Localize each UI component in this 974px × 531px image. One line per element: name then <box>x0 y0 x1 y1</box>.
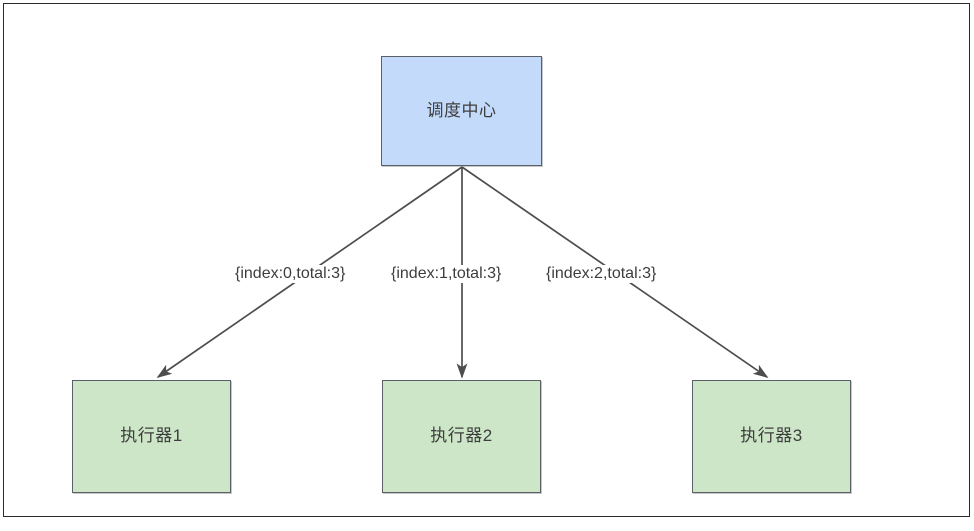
node-scheduler-label: 调度中心 <box>426 100 497 120</box>
edge-label-index-0: {index:0,total:3} <box>234 265 347 283</box>
node-executor-1-label: 执行器1 <box>120 426 183 446</box>
node-executor-3-label: 执行器3 <box>740 426 803 446</box>
node-executor-3[interactable]: 执行器3 <box>692 380 851 493</box>
node-executor-2[interactable]: 执行器2 <box>382 380 541 493</box>
node-executor-1[interactable]: 执行器1 <box>72 380 231 493</box>
node-executor-2-label: 执行器2 <box>430 426 493 446</box>
node-scheduler[interactable]: 调度中心 <box>381 56 542 166</box>
edge-label-index-2: {index:2,total:3} <box>545 265 658 283</box>
edge-label-index-1: {index:1,total:3} <box>390 265 503 283</box>
